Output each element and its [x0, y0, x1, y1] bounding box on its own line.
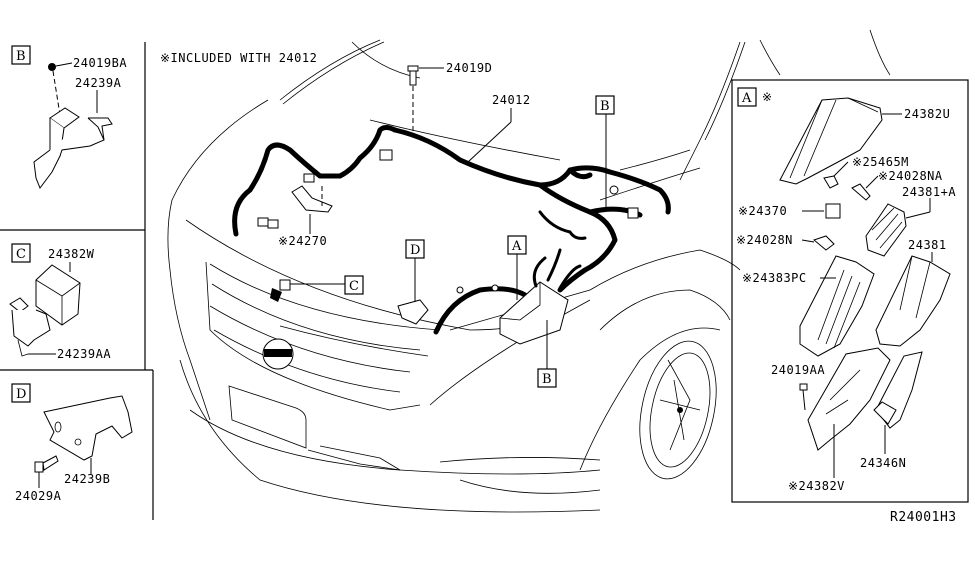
- part-label-24346n[interactable]: 24346N: [860, 456, 906, 470]
- ref-d[interactable]: D: [410, 243, 420, 258]
- fuse-block-24381a-icon: [865, 203, 907, 257]
- inset-d: D 24239B 24029A: [11, 383, 133, 503]
- bracket-24239aa-icon: [9, 297, 51, 357]
- bolt-24019aa-icon: [799, 383, 808, 411]
- ref-a[interactable]: A: [511, 239, 522, 254]
- inset-a-frame: [731, 79, 969, 503]
- part-label-24381[interactable]: 24381: [908, 238, 947, 252]
- car-body-outline: [167, 29, 891, 513]
- part-label-24019ba[interactable]: 24019BA: [73, 56, 127, 70]
- inset-a: A ※ 24382U ※25465M ※24028NA 24381+A: [731, 79, 969, 503]
- part-label-24028na[interactable]: ※24028NA: [878, 169, 943, 183]
- inset-a-mark: ※: [762, 90, 773, 104]
- relay-24370-icon: [825, 203, 841, 219]
- bracket-24270-icon: [291, 185, 333, 213]
- bracket-24346n-icon: [873, 351, 923, 429]
- part-label-24270[interactable]: ※24270: [278, 234, 327, 248]
- inset-b-ref-box: [11, 45, 31, 65]
- ref-b-bottom[interactable]: B: [542, 372, 552, 387]
- inset-d-ref: D: [16, 387, 26, 402]
- cover-24382v-icon: [807, 347, 891, 451]
- part-label-24019d[interactable]: 24019D: [446, 61, 492, 75]
- part-label-24383pc[interactable]: ※24383PC: [742, 271, 807, 285]
- inset-c-ref-box: [11, 243, 31, 263]
- diagram-code: R24001H3: [890, 510, 957, 525]
- bracket-24239a-icon: [33, 107, 113, 190]
- part-label-24381a[interactable]: 24381+A: [902, 185, 956, 199]
- part-label-24382v[interactable]: ※24382V: [788, 479, 845, 493]
- inset-c-ref: C: [16, 247, 26, 262]
- relay-c-main: [270, 279, 291, 302]
- bracket-24239b-icon: [43, 395, 133, 461]
- nissan-emblem-icon: [262, 338, 294, 370]
- part-label-25465m[interactable]: ※25465M: [852, 155, 909, 169]
- fuse-block-24383pc-icon: [799, 255, 875, 357]
- part-label-24382w[interactable]: 24382W: [48, 247, 95, 261]
- clip-24028na-icon: [851, 183, 871, 201]
- part-label-24239aa[interactable]: 24239AA: [57, 347, 111, 361]
- ref-c-box: [344, 275, 364, 295]
- part-label-24029a[interactable]: 24029A: [15, 489, 62, 503]
- relay-box-24382w-icon: [35, 264, 81, 326]
- clip-icon: [48, 63, 56, 71]
- part-label-24239a[interactable]: 24239A: [75, 76, 122, 90]
- fuse-block-a: [499, 248, 582, 345]
- ref-c[interactable]: C: [349, 279, 359, 294]
- inset-a-ref-box: [737, 87, 757, 107]
- inset-b-ref: B: [16, 49, 26, 64]
- part-label-24028n[interactable]: ※24028N: [736, 233, 793, 247]
- inset-b: B 24019BA 24239A: [11, 45, 127, 190]
- clip-24028n-icon: [812, 235, 835, 251]
- inset-c: C 24382W 24239AA: [9, 243, 111, 361]
- part-label-24382u[interactable]: 24382U: [904, 107, 950, 121]
- bracket-d-main: [397, 299, 429, 325]
- part-label-24019aa[interactable]: 24019AA: [771, 363, 825, 377]
- included-note: ※INCLUDED WITH 24012: [160, 51, 317, 65]
- clip-25465m-icon: [823, 175, 839, 189]
- ref-b-top-box: [595, 95, 615, 115]
- inset-d-ref-box: [11, 383, 31, 403]
- inset-a-ref: A: [741, 91, 752, 106]
- fuse-block-24381-icon: [875, 255, 951, 347]
- ref-b-top[interactable]: B: [600, 99, 610, 114]
- bolt-24029a-icon: [34, 455, 59, 473]
- part-label-24239b[interactable]: 24239B: [64, 472, 110, 486]
- part-label-24012[interactable]: 24012: [492, 93, 531, 107]
- left-inset-frames: [0, 42, 154, 520]
- bolt-24019d-icon: [407, 65, 419, 86]
- harness-24012: [232, 125, 671, 335]
- cover-24382u-icon: [779, 97, 883, 185]
- part-label-24370[interactable]: ※24370: [738, 204, 787, 218]
